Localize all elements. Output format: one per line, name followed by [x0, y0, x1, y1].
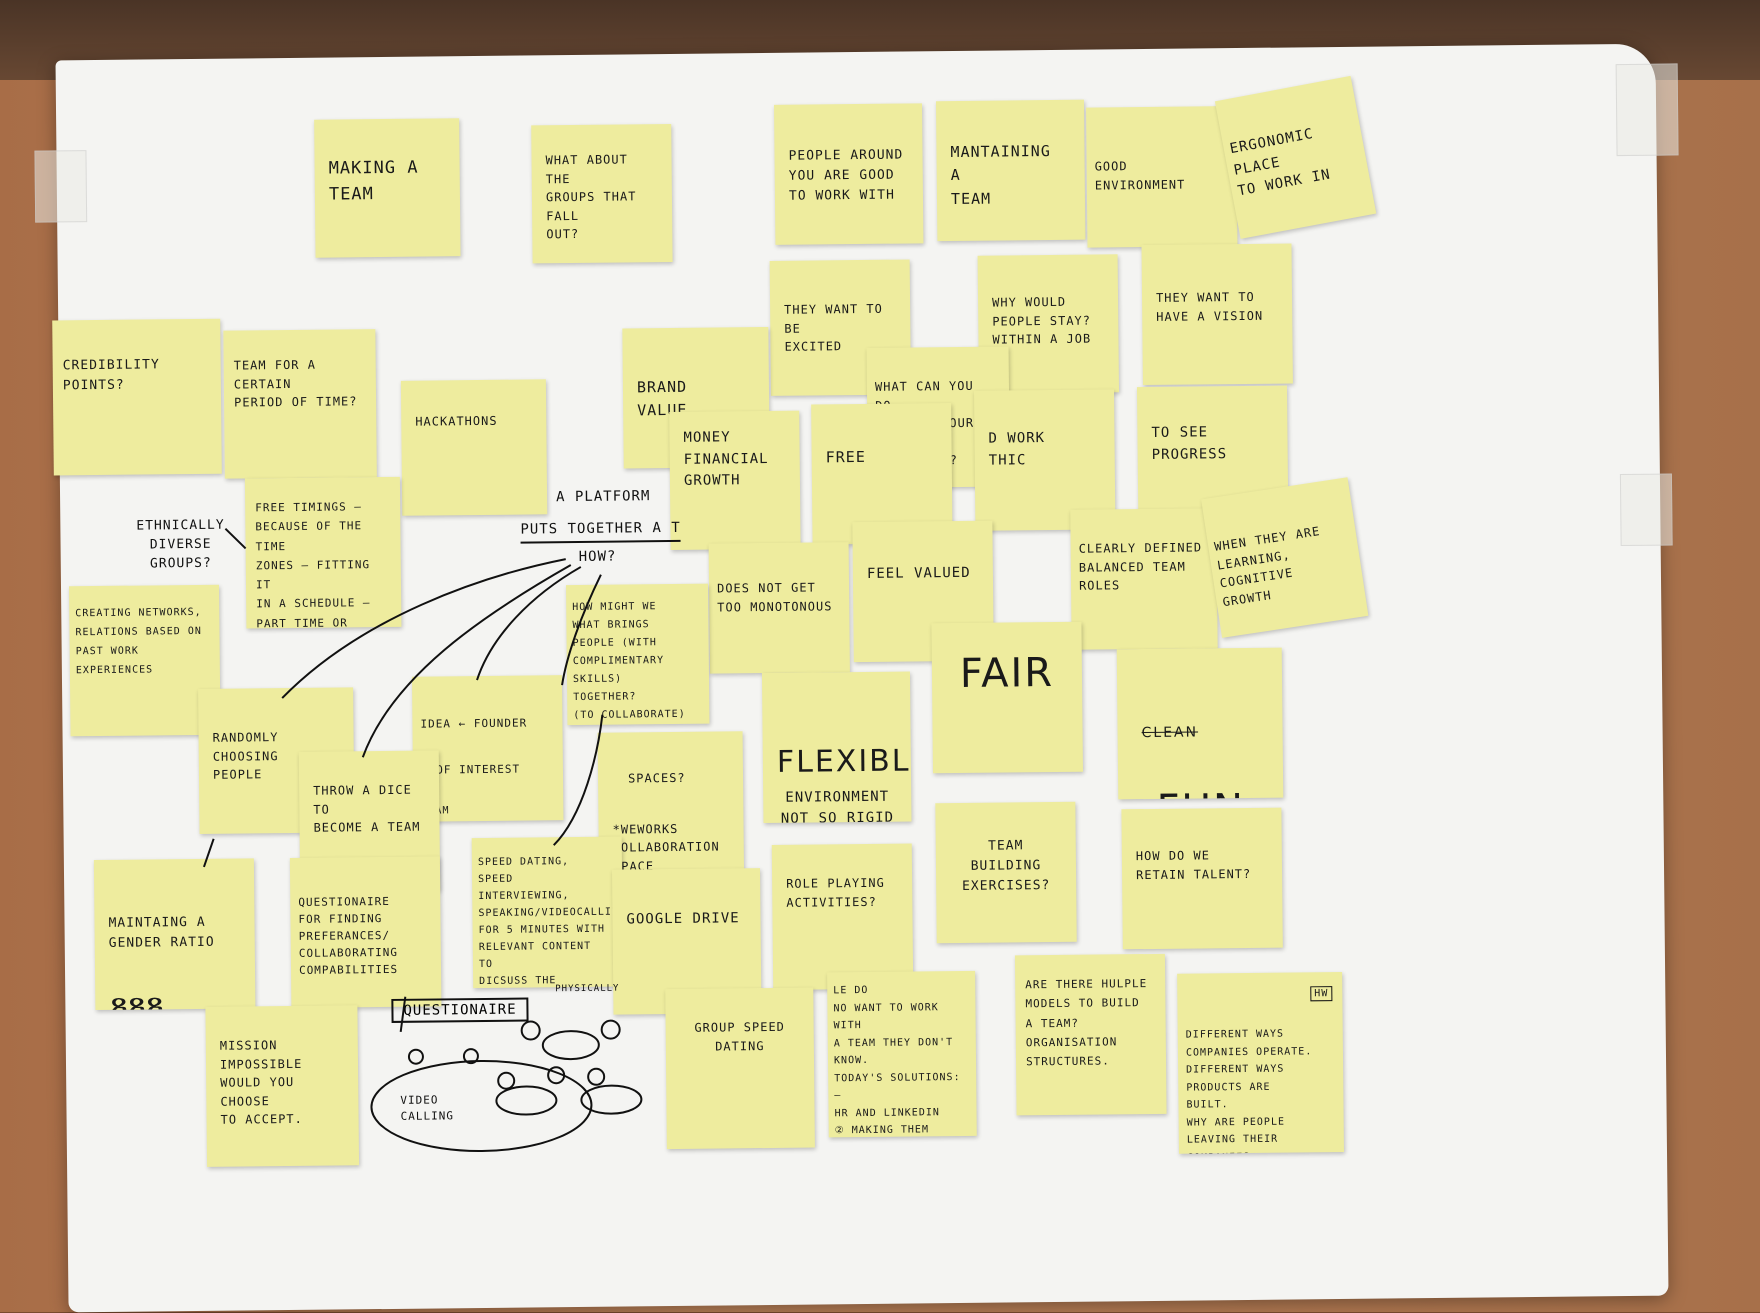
sketch-person — [497, 1071, 516, 1090]
sketch-person — [547, 1066, 566, 1085]
sketch-group — [495, 1085, 558, 1116]
arrow-to-dice — [361, 564, 572, 758]
ethnic-connector — [224, 527, 247, 550]
arrow-to-randomly — [281, 558, 566, 699]
sketch-group — [580, 1084, 643, 1115]
hand-drawn-arrows — [202, 527, 643, 1153]
arrow-to-speed-dating — [553, 714, 604, 846]
sketch-person — [520, 1020, 541, 1041]
sketch-ellipse — [370, 1059, 593, 1153]
arrow-to-gender — [202, 838, 215, 868]
sketch-person — [462, 1048, 479, 1065]
sketch-person — [600, 1019, 621, 1040]
poster-board: MAKING A TEAM WHAT ABOUT THE GROUPS THAT… — [34, 43, 1679, 1313]
sketch-person — [587, 1067, 606, 1086]
sketch-group — [541, 1030, 600, 1061]
arrow-to-idea — [476, 566, 582, 681]
sketch-person — [407, 1048, 424, 1065]
arrow-to-how-might — [561, 574, 602, 686]
